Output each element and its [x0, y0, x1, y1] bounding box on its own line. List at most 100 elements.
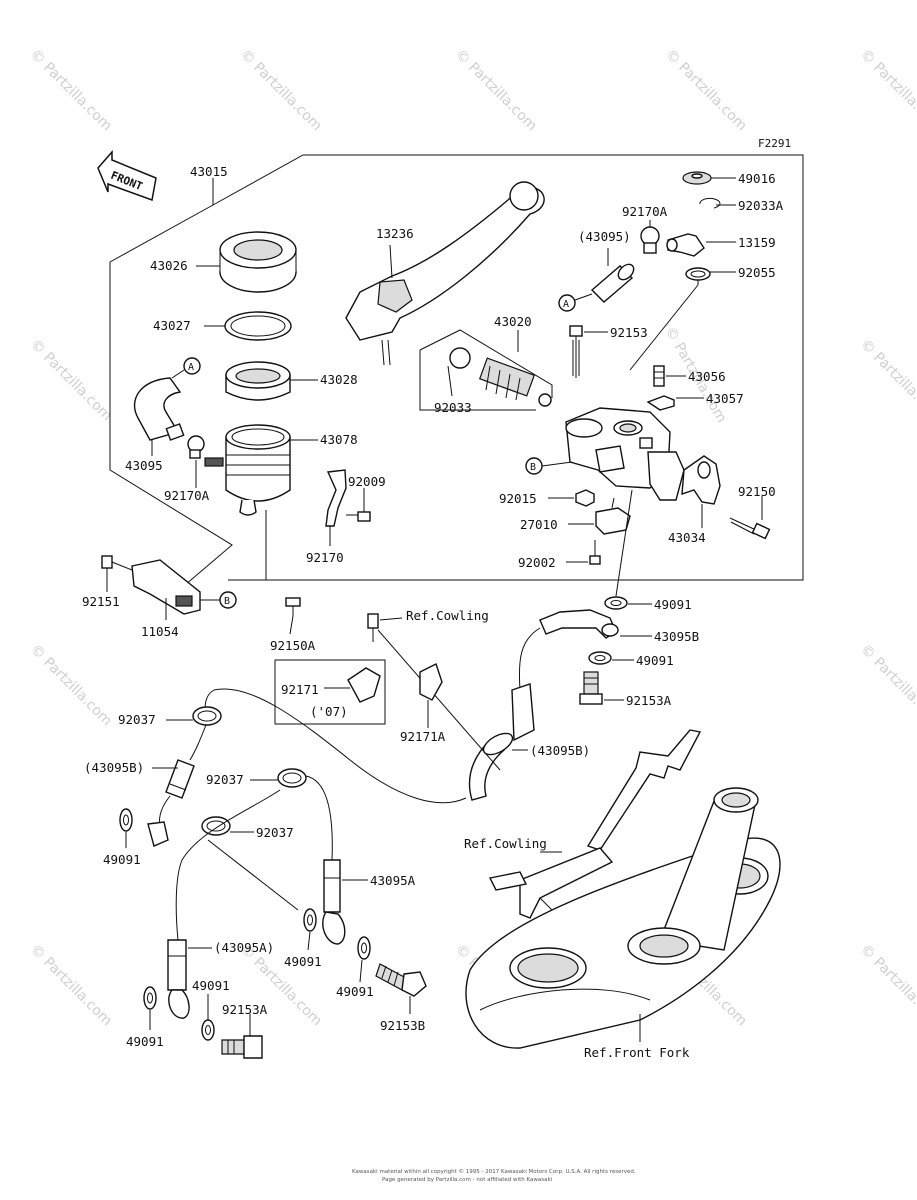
clamp-92037-b: [250, 768, 307, 788]
label-49091-b: 49091: [636, 653, 674, 668]
svg-text:A: A: [188, 362, 194, 373]
label-49091-d: 49091: [284, 954, 322, 969]
label-43026: 43026: [150, 258, 188, 273]
label-13236: 13236: [376, 226, 414, 241]
label-92153B: 92153B: [380, 1018, 425, 1033]
hose-43095a: [175, 775, 368, 945]
label-92037-a: 92037: [118, 712, 156, 727]
ref-front-fork-label: Ref.Front Fork: [584, 1045, 690, 1060]
label-92170: 92170: [306, 550, 344, 565]
fitting-13159: [666, 233, 736, 257]
callout-a-2: A: [558, 293, 593, 312]
banjo-bolt-92153a-b: [221, 1014, 263, 1059]
label-92153: 92153: [610, 325, 648, 340]
triple-clamp: [465, 787, 781, 1049]
washer-49091-c: [119, 808, 133, 848]
bleeder-43056: [653, 365, 686, 387]
watermark-text: © Partzilla.com: [452, 47, 540, 135]
washer-49091-a: [604, 596, 652, 610]
label-43078: 43078: [320, 432, 358, 447]
label-49091-g: 49091: [126, 1034, 164, 1049]
label-92171A: 92171A: [400, 729, 446, 744]
grommet-92171a: [419, 663, 443, 728]
washer-49091-g: [143, 986, 157, 1030]
washer-49091-f: [201, 994, 215, 1041]
cap-43057: [646, 395, 704, 411]
holder-43034: [681, 455, 721, 528]
watermark-text: © Partzilla.com: [237, 47, 325, 135]
label-43095B-paren: (43095B): [530, 743, 590, 758]
watermark-text: © Partzilla.com: [857, 47, 917, 135]
label-27010: 27010: [520, 517, 558, 532]
ref-cowling-label-2: Ref.Cowling: [464, 836, 547, 851]
diaphragm-plate: [204, 311, 292, 341]
figure-code: F2291: [758, 137, 791, 150]
label-43020: 43020: [494, 314, 532, 329]
cowling-bracket: [488, 729, 702, 949]
label-43095A: 43095A: [370, 873, 416, 888]
label-92171: 92171: [281, 682, 319, 697]
piston-assembly: [419, 329, 553, 411]
oring-92055: [629, 267, 736, 371]
label-92153A-b: 92153A: [222, 1002, 268, 1017]
watermark-text: © Partzilla.com: [857, 337, 917, 425]
label-43028: 43028: [320, 372, 358, 387]
label-43027: 43027: [153, 318, 191, 333]
clamp-92170a-upper: [640, 220, 660, 254]
label-92033: 92033: [434, 400, 472, 415]
label-43095-paren: (43095): [578, 229, 631, 244]
bolt-92150: [729, 496, 771, 540]
svg-text:A: A: [563, 299, 569, 310]
hose-43095-upper: [590, 248, 635, 303]
label-49091-e: 49091: [336, 984, 374, 999]
mounting-bracket: [101, 555, 201, 620]
label-43095B-paren-2: (43095B): [84, 760, 144, 775]
label-11054: 11054: [141, 624, 179, 639]
grommet-43095b: [482, 732, 528, 756]
watermark-text: © Partzilla.com: [27, 47, 115, 135]
cap-49016: [682, 171, 736, 185]
footer-line-1: Kawasaki material within all copyright ©…: [352, 1168, 636, 1175]
washer-49091-b: [588, 651, 634, 665]
hose-43095b-upper: [539, 609, 652, 639]
label-43057: 43057: [706, 391, 744, 406]
circlip-92033a: [699, 197, 736, 209]
brake-lever: [345, 181, 545, 366]
hose-43095b-lower: [147, 724, 207, 847]
reservoir-bracket: [325, 469, 371, 546]
watermark-text: © Partzilla.com: [27, 642, 115, 730]
svg-text:B: B: [530, 462, 536, 473]
brake-hose-lines: [204, 627, 541, 804]
label-43056: 43056: [688, 369, 726, 384]
clamp-92037-a: [166, 706, 222, 726]
reservoir-cap: [196, 231, 297, 293]
label-49091-c: 49091: [103, 852, 141, 867]
label-43015: 43015: [190, 164, 228, 179]
label-92009: 92009: [348, 474, 386, 489]
front-arrow-icon: FRONT: [97, 150, 157, 202]
callout-b-2: B: [525, 457, 573, 475]
label-49091-f: 49091: [192, 978, 230, 993]
screw-92002: [566, 540, 601, 565]
bolt-92153: [569, 325, 608, 378]
label-92150: 92150: [738, 484, 776, 499]
label-92151: 92151: [82, 594, 120, 609]
hose-43095a-lower: [167, 939, 212, 1019]
label-43095A-paren: (43095A): [214, 940, 274, 955]
bolt-92150a: [285, 597, 301, 635]
label-13159: 13159: [738, 235, 776, 250]
reservoir-tank: [204, 424, 318, 580]
label-92037-c: 92037: [256, 825, 294, 840]
banjo-bolt-92153b: [375, 963, 427, 1014]
footer-line-2: Page generated by Partzilla.com - not af…: [382, 1177, 553, 1183]
washer-49091-e: [357, 936, 371, 983]
watermarks: © Partzilla.com © Partzilla.com © Partzi…: [27, 47, 917, 1030]
label-43034: 43034: [668, 530, 706, 545]
watermark-text: © Partzilla.com: [27, 337, 115, 425]
assembly-frame: [109, 154, 804, 586]
callout-a: A: [171, 357, 201, 379]
washer-49091-d: [303, 908, 317, 951]
clamp-92037-c: [201, 816, 254, 836]
label-49016: 49016: [738, 171, 776, 186]
label-43095: 43095: [125, 458, 163, 473]
